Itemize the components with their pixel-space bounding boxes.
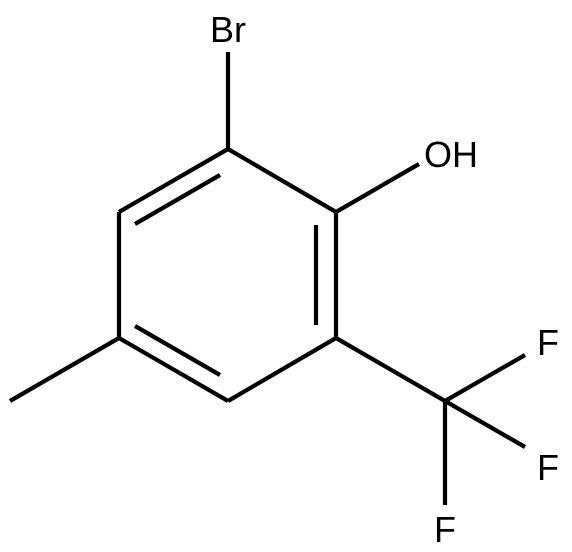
fluorine-label-lower: F — [434, 509, 456, 550]
hydroxyl-label: OH — [424, 134, 478, 175]
ring-bond-c6-c1 — [117, 147, 230, 214]
double-bond-inner-c4-c5 — [133, 324, 222, 377]
bond-cf3-f-right — [443, 399, 527, 449]
ring-bond-c4-c5 — [117, 336, 230, 403]
ring-bond-c1-c2 — [226, 147, 338, 214]
bond-c2-oh — [334, 162, 421, 214]
bond-c5-methyl — [8, 336, 121, 403]
fluorine-label-upper: F — [537, 322, 559, 363]
bond-cf3-f-upper — [443, 353, 527, 403]
bromine-label: Br — [210, 9, 246, 50]
ring-bond-c3-c4 — [226, 336, 338, 403]
fluorine-label-right: F — [537, 447, 559, 488]
double-bond-inner-c6-c1 — [133, 173, 222, 226]
bond-c3-cf3 — [334, 336, 447, 403]
